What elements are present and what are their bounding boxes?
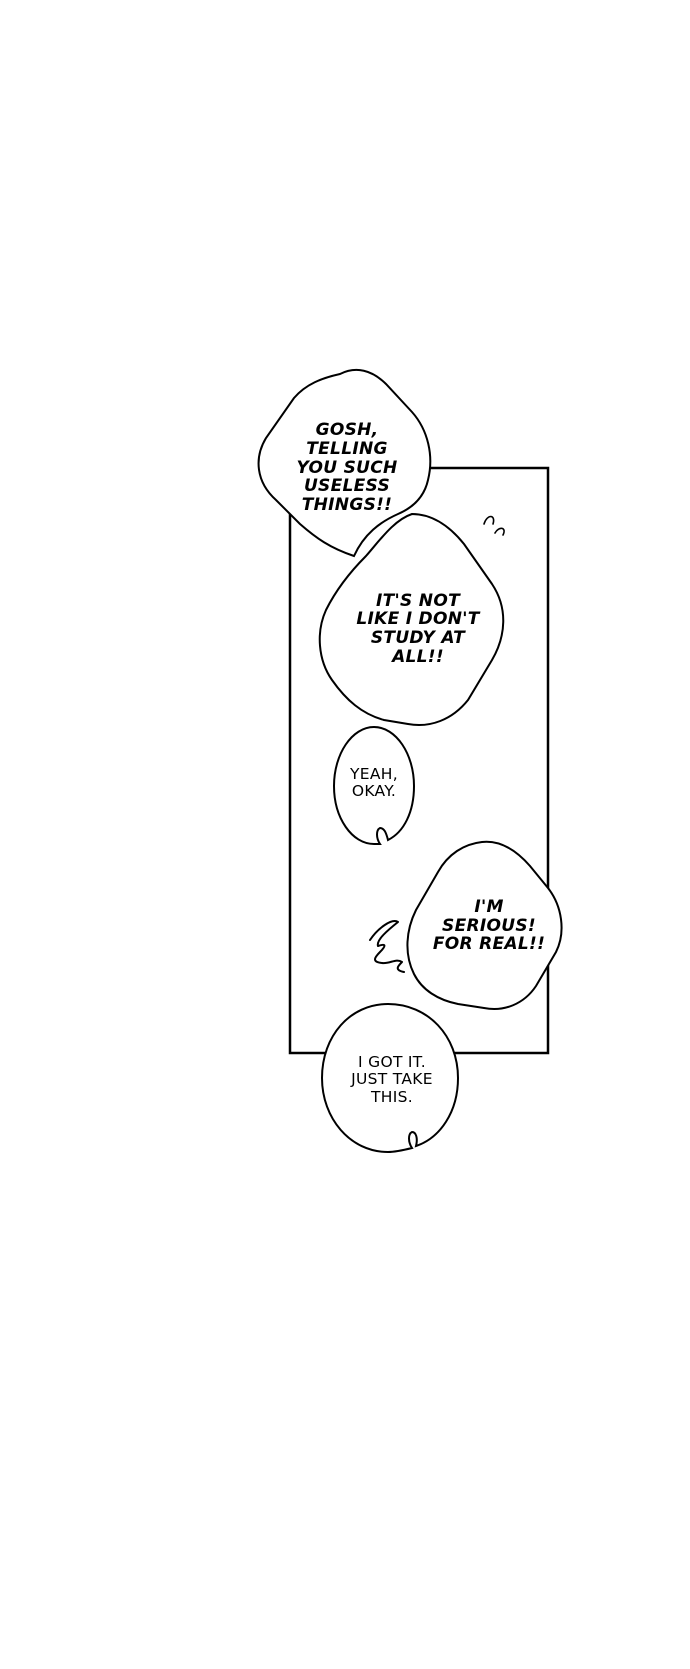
speech-bubble-yeah [332,725,416,846]
bubble-text-yeah: YEAH, OKAY. [350,764,398,800]
speech-bubble-not-like [318,512,505,726]
bubble-text-gosh: GOSH, TELLING YOU SUCH USELESS THINGS!! [296,420,398,516]
scribble-mark [369,920,405,973]
bubble-text-got-it: I GOT IT. JUST TAKE THIS. [351,1053,433,1106]
speech-bubble-gosh [257,368,432,558]
speech-bubble-serious [406,840,563,1010]
bubble-text-not-like: IT'S NOT LIKE I DON'T STUDY AT ALL!! [356,590,480,667]
twitch-marks [483,515,505,536]
bubble-text-serious: I'M SERIOUS! FOR REAL!! [432,896,546,955]
speech-bubble-got-it [320,1002,460,1154]
